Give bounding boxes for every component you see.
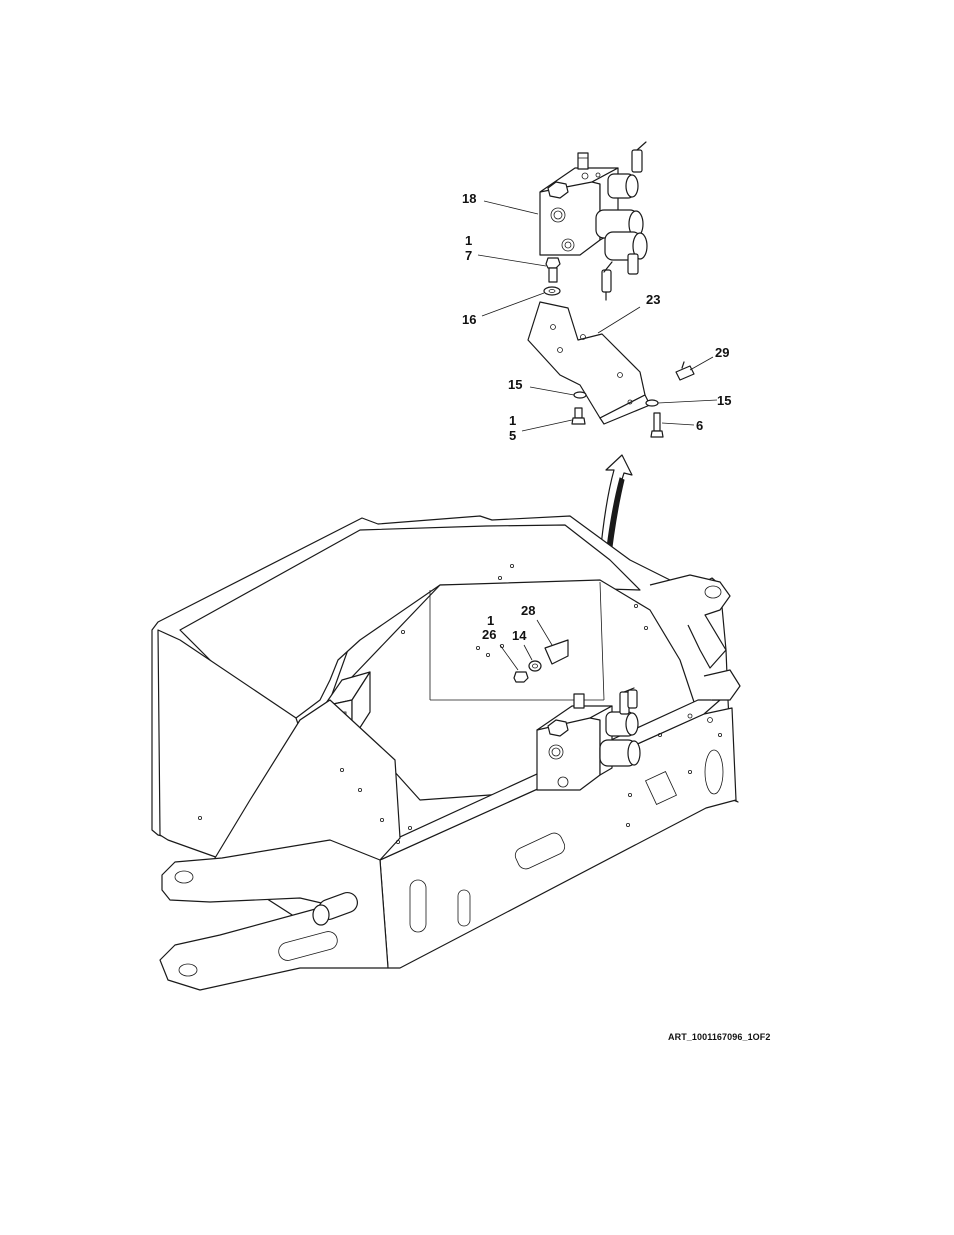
washer-15-right bbox=[646, 400, 658, 406]
callout-5: 5 bbox=[509, 428, 516, 443]
callout-1-mid: 1 bbox=[509, 413, 516, 428]
callout-15-left: 15 bbox=[508, 377, 522, 392]
callout-23: 23 bbox=[646, 292, 660, 307]
bolt-7 bbox=[546, 258, 560, 282]
callout-1-top: 1 bbox=[465, 233, 472, 248]
callout-26: 26 bbox=[482, 627, 496, 642]
callout-15-right: 15 bbox=[717, 393, 731, 408]
art-reference-number: ART_1001167096_1OF2 bbox=[668, 1032, 770, 1042]
callout-28: 28 bbox=[521, 603, 535, 618]
washer-16 bbox=[544, 287, 560, 295]
clip-29 bbox=[676, 362, 694, 380]
washer-15-left bbox=[574, 392, 586, 398]
callout-7: 7 bbox=[465, 248, 472, 263]
bolt-6 bbox=[651, 413, 663, 437]
callout-29: 29 bbox=[715, 345, 729, 360]
chassis-frame bbox=[152, 516, 740, 990]
callout-14: 14 bbox=[512, 628, 527, 643]
callout-16: 16 bbox=[462, 312, 476, 327]
callout-1-bottom: 1 bbox=[487, 613, 494, 628]
bolt-5 bbox=[572, 408, 585, 424]
callout-6: 6 bbox=[696, 418, 703, 433]
bracket-23 bbox=[528, 302, 650, 424]
callout-18: 18 bbox=[462, 191, 476, 206]
